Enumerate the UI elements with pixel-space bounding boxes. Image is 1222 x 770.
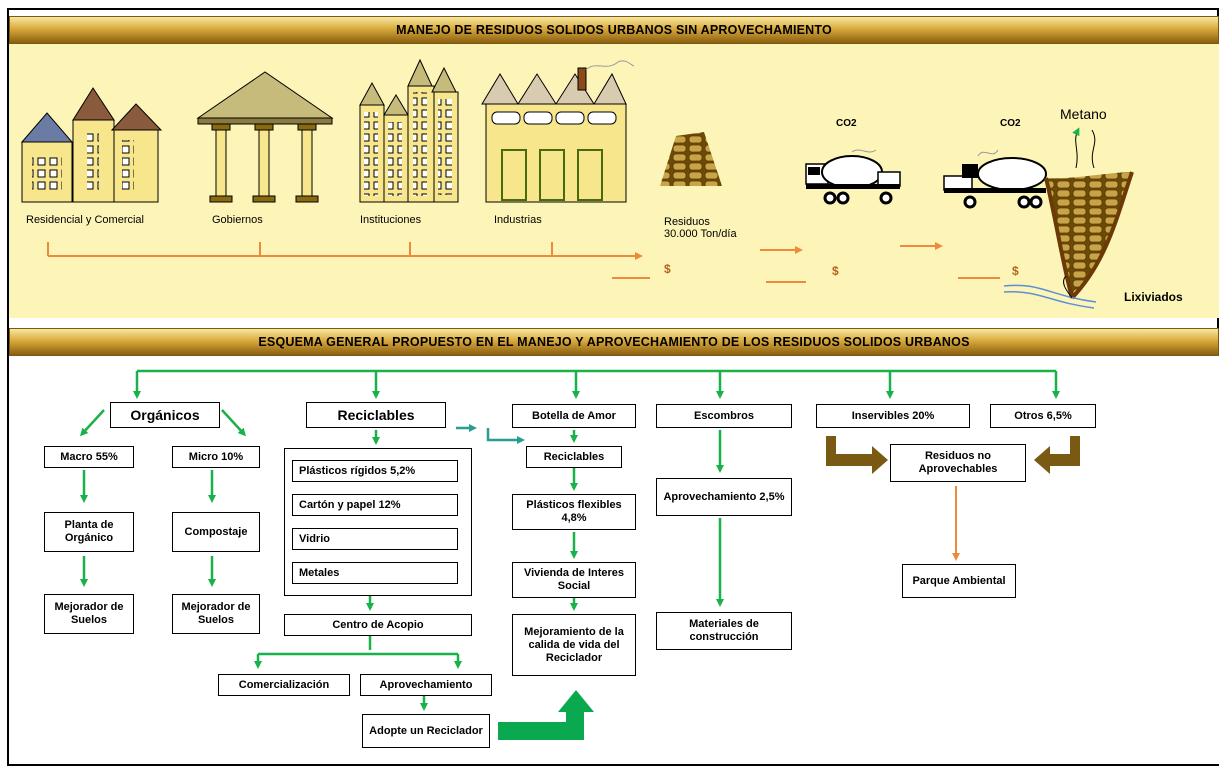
otros-box: Otros 6,5%: [990, 404, 1096, 428]
cost-dollar-3: $: [1012, 264, 1019, 278]
landfill-icon: [1003, 127, 1134, 309]
plasticos-rigidos-box: Plásticos rígidos 5,2%: [292, 460, 458, 482]
parque-ambiental-box: Parque Ambiental: [902, 564, 1016, 598]
institutions-building-icon: [359, 58, 459, 203]
mejorador-box-2: Mejorador de Suelos: [172, 594, 260, 634]
macro-box: Macro 55%: [44, 446, 134, 468]
lixiviados-label: Lixiviados: [1124, 290, 1183, 304]
organicos-box: Orgánicos: [110, 402, 220, 428]
co2-label-1: CO2: [836, 118, 857, 129]
reciclables-2-box: Reciclables: [526, 446, 622, 468]
escombros-box: Escombros: [656, 404, 792, 428]
vidrio-box: Vidrio: [292, 528, 458, 550]
aprovechamiento-box: Aprovechamiento: [360, 674, 492, 696]
metales-box: Metales: [292, 562, 458, 584]
waste-pile-icon: [660, 132, 722, 186]
reciclables-box: Reciclables: [306, 402, 446, 428]
vivienda-box: Vivienda de Interes Social: [512, 562, 636, 598]
materiales-box: Materiales de construcción: [656, 612, 792, 650]
no-aprovechables-box: Residuos no Aprovechables: [890, 444, 1026, 482]
comercializacion-box: Comercialización: [218, 674, 350, 696]
metano-label: Metano: [1060, 106, 1107, 122]
mejorador-box-1: Mejorador de Suelos: [44, 594, 134, 634]
co2-label-2: CO2: [1000, 118, 1021, 129]
adopte-reciclador-box: Adopte un Reciclador: [362, 714, 490, 748]
source-gobiernos: Gobiernos: [212, 214, 263, 226]
mejoramiento-box: Mejoramiento de la calida de vida del Re…: [512, 614, 636, 676]
residential-building-icon: [20, 87, 163, 203]
source-instituciones: Instituciones: [360, 214, 422, 226]
plasticos-flexibles-box: Plásticos flexibles 4,8%: [512, 494, 636, 530]
industry-building-icon: [481, 60, 635, 203]
planta-box: Planta de Orgánico: [44, 512, 134, 552]
cost-dollar-2: $: [832, 264, 839, 278]
garbage-truck-icon-2: [943, 149, 1047, 209]
source-industrias: Industrias: [494, 214, 542, 226]
garbage-truck-icon: [805, 149, 901, 205]
micro-box: Micro 10%: [172, 446, 260, 468]
section1-title: MANEJO DE RESIDUOS SOLIDOS URBANOS SIN A…: [9, 16, 1219, 44]
compostaje-box: Compostaje: [172, 512, 260, 552]
big-green-arrow: [498, 690, 594, 740]
botella-amor-box: Botella de Amor: [512, 404, 636, 428]
aprov-escombros-box: Aprovechamiento 2,5%: [656, 478, 792, 516]
centro-acopio-box: Centro de Acopio: [284, 614, 472, 636]
source-residencial: Residencial y Comercial: [26, 214, 144, 226]
section2-title: ESQUEMA GENERAL PROPUESTO EN EL MANEJO Y…: [9, 328, 1219, 356]
section2-green-connectors: [79, 369, 1060, 711]
inservibles-box: Inservibles 20%: [816, 404, 970, 428]
residuos-label: Residuos: [664, 216, 710, 228]
residuos-amount: 30.000 Ton/día: [664, 228, 737, 240]
brown-bent-arrows: [826, 436, 1080, 474]
government-building-icon: [196, 71, 334, 203]
teal-connectors: [456, 424, 525, 444]
carton-box: Cartón y papel 12%: [292, 494, 458, 516]
cost-dollar-1: $: [664, 262, 671, 276]
section1-orange-connectors: [47, 242, 1000, 283]
